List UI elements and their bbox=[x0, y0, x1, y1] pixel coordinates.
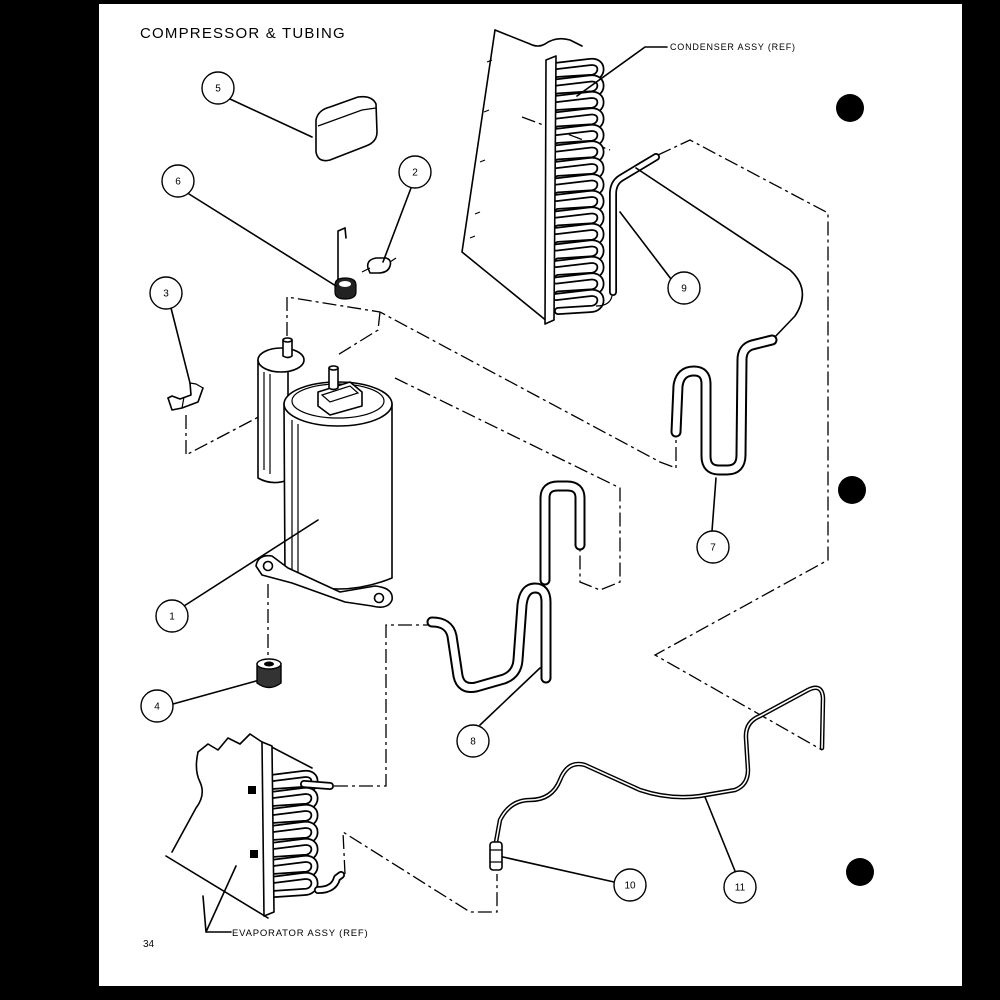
callout-number: 1 bbox=[169, 612, 175, 623]
condenser-label: CONDENSER ASSY (REF) bbox=[670, 42, 796, 52]
tube-part-9 bbox=[609, 153, 660, 296]
callout-4: 4 bbox=[140, 689, 174, 723]
compressor bbox=[255, 365, 393, 608]
dashed-line bbox=[653, 139, 829, 751]
leader-line-evaporator bbox=[202, 865, 237, 933]
page-number: 34 bbox=[143, 939, 155, 950]
callout-2: 2 bbox=[398, 155, 432, 189]
strainer-part-10 bbox=[489, 841, 503, 871]
evaporator-label: EVAPORATOR ASSY (REF) bbox=[232, 928, 368, 939]
callout-10: 10 bbox=[613, 868, 647, 902]
callout-1: 1 bbox=[155, 599, 189, 633]
evaporator-torn-edge bbox=[197, 733, 313, 769]
binder-hole bbox=[836, 94, 864, 122]
leader-lines bbox=[170, 46, 736, 933]
tube-part-7 bbox=[635, 167, 804, 476]
dashed-line bbox=[185, 411, 269, 457]
condenser-outlet-tube bbox=[595, 295, 613, 307]
leader-line-1 bbox=[183, 519, 319, 607]
callout-8: 8 bbox=[456, 724, 490, 758]
leader-line-10 bbox=[502, 856, 615, 883]
callout-number: 6 bbox=[175, 177, 181, 188]
leader-line-9 bbox=[619, 211, 672, 280]
dashed-line bbox=[335, 311, 381, 357]
binder-hole bbox=[846, 858, 874, 886]
callout-3: 3 bbox=[149, 276, 183, 310]
leader-line-4 bbox=[172, 680, 257, 705]
capillary-tube-part-11 bbox=[493, 685, 826, 845]
dashed-line bbox=[394, 377, 621, 591]
callout-11: 11 bbox=[723, 870, 757, 904]
grommet bbox=[256, 658, 282, 689]
connection-lines bbox=[185, 116, 829, 913]
accumulator bbox=[257, 337, 305, 484]
leader-line-2 bbox=[382, 187, 412, 263]
overload-protector bbox=[334, 227, 357, 300]
evaporator-assembly bbox=[165, 733, 345, 919]
condenser-endplate bbox=[544, 55, 557, 325]
evaporator-coil bbox=[268, 769, 319, 898]
discharge-tube bbox=[328, 367, 339, 391]
retaining-clip bbox=[361, 257, 397, 274]
evaporator-bottom-edge bbox=[165, 855, 269, 919]
leader-line-7 bbox=[711, 477, 717, 532]
callout-number: 5 bbox=[215, 84, 221, 95]
callout-5: 5 bbox=[201, 71, 235, 105]
callout-number: 7 bbox=[710, 543, 716, 554]
evaporator-endplate bbox=[261, 741, 275, 917]
evaporator-tab bbox=[250, 850, 258, 858]
condenser-frame bbox=[461, 29, 549, 323]
leader-line-11 bbox=[704, 796, 736, 872]
condenser-coil-loop bbox=[553, 290, 603, 314]
condenser-fin-marks bbox=[469, 59, 493, 239]
dashed-line bbox=[342, 830, 498, 913]
callout-number: 11 bbox=[735, 883, 746, 894]
mounting-bracket bbox=[167, 382, 204, 411]
condenser-assembly bbox=[461, 29, 613, 325]
evaporator-tab bbox=[248, 786, 256, 794]
callout-number: 3 bbox=[163, 289, 169, 300]
evaporator-bottom-tube bbox=[314, 871, 345, 894]
leader-line-3 bbox=[170, 307, 191, 384]
tube-part-8 bbox=[426, 480, 586, 693]
page-title: COMPRESSOR & TUBING bbox=[140, 25, 346, 42]
mounting-plate bbox=[255, 554, 393, 608]
compressor-body bbox=[283, 403, 393, 590]
condenser-coil bbox=[552, 57, 605, 315]
callout-number: 8 bbox=[470, 737, 476, 748]
callout-7: 7 bbox=[696, 530, 730, 564]
callout-6: 6 bbox=[161, 164, 195, 198]
paper-page bbox=[99, 4, 962, 986]
callout-number: 2 bbox=[412, 168, 418, 179]
leader-line-5 bbox=[229, 98, 313, 138]
evaporator-top-tube bbox=[300, 780, 334, 790]
callout-number: 10 bbox=[624, 881, 636, 892]
evaporator-side bbox=[171, 751, 204, 853]
dashed-line bbox=[334, 624, 428, 787]
dashed-line bbox=[286, 296, 677, 469]
callout-number: 9 bbox=[681, 284, 687, 295]
callout-number: 4 bbox=[154, 702, 160, 713]
binder-hole bbox=[838, 476, 866, 504]
condenser-top-edge bbox=[494, 29, 583, 47]
leader-line-6 bbox=[188, 193, 337, 287]
callout-9: 9 bbox=[667, 271, 701, 305]
leader-line-condenser bbox=[576, 46, 668, 97]
leader-line-8 bbox=[479, 667, 541, 726]
terminal-cover bbox=[315, 95, 378, 162]
evaporator-coil-loop bbox=[269, 873, 317, 897]
